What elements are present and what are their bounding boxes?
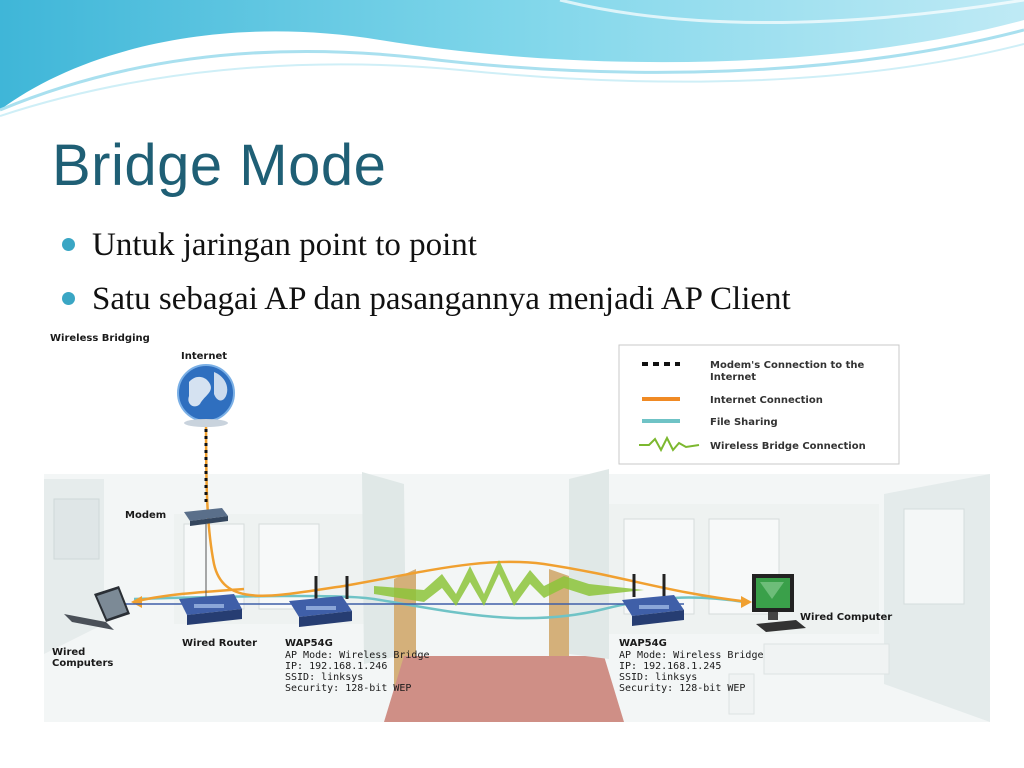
- slide-title: Bridge Mode: [52, 133, 387, 198]
- wap-left-info: AP Mode: Wireless Bridge: [285, 650, 430, 661]
- wap-right-info: IP: 192.168.1.245: [619, 661, 721, 672]
- wap-left-info: Security: 128-bit WEP: [285, 683, 411, 694]
- bullet-list: Untuk jaringan point to point Satu sebag…: [62, 222, 791, 330]
- wired-router-label: Wired Router: [182, 638, 257, 649]
- legend-label: Internet Connection: [710, 395, 823, 406]
- laptop-icon: [64, 586, 130, 630]
- bullet-item: Satu sebagai AP dan pasangannya menjadi …: [62, 276, 791, 330]
- wireless-bridging-diagram: Wireless Bridging Modem's Connection to …: [44, 324, 990, 722]
- legend-label: Wireless Bridge Connection: [710, 441, 866, 452]
- internet-label: Internet: [181, 351, 227, 362]
- monitor-icon: [752, 574, 806, 632]
- router-icon: [622, 574, 684, 626]
- wired-computers-label: Wired: [52, 647, 85, 658]
- globe-icon: [177, 364, 235, 427]
- legend-label: File Sharing: [710, 417, 778, 428]
- wap-right-info: SSID: linksys: [619, 672, 697, 683]
- wired-computers-label: Computers: [52, 658, 113, 669]
- modem-icon: [184, 508, 228, 526]
- legend: Modem's Connection to the Internet Inter…: [618, 344, 900, 465]
- router-icon: [179, 594, 242, 625]
- bullet-text: Satu sebagai AP dan pasangannya menjadi …: [92, 281, 791, 317]
- wap-right-name: WAP54G: [619, 638, 667, 649]
- bullet-icon: [62, 292, 75, 305]
- diagram-caption: Wireless Bridging: [50, 333, 150, 344]
- wired-computer-label: Wired Computer: [800, 612, 892, 623]
- wap-left-info: IP: 192.168.1.246: [285, 661, 387, 672]
- router-icon: [289, 576, 352, 627]
- legend-label: Modem's Connection to the: [710, 360, 865, 371]
- bullet-icon: [62, 238, 75, 251]
- bullet-item: Untuk jaringan point to point: [62, 222, 791, 276]
- modem-label: Modem: [125, 510, 166, 521]
- wap-left-info: SSID: linksys: [285, 672, 363, 683]
- legend-label: Internet: [710, 372, 756, 383]
- bullet-text: Untuk jaringan point to point: [92, 227, 477, 263]
- wap-right-info: Security: 128-bit WEP: [619, 683, 745, 694]
- header-wave-decoration: [0, 0, 1024, 117]
- wap-left-name: WAP54G: [285, 638, 333, 649]
- wap-right-info: AP Mode: Wireless Bridge: [619, 650, 764, 661]
